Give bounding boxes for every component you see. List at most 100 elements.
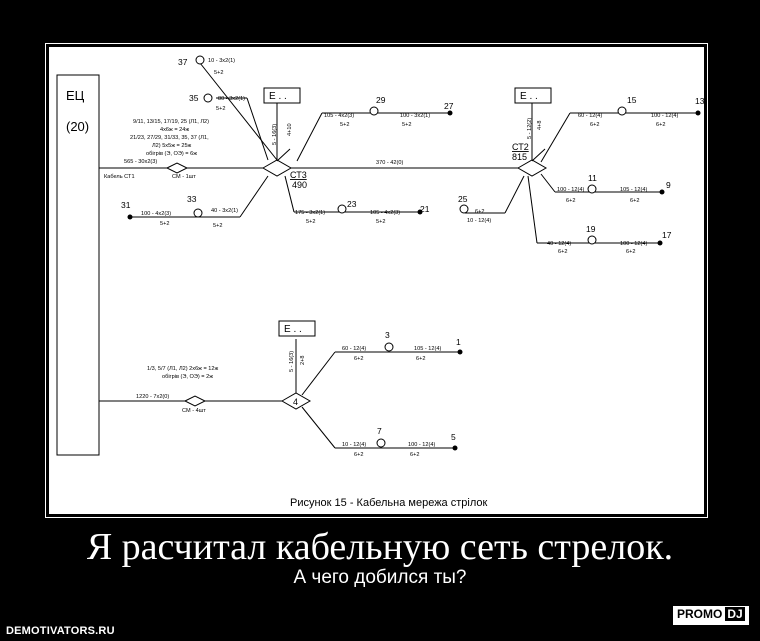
point-35: 35 <box>189 93 199 103</box>
point-7: 7 <box>377 426 382 436</box>
note-top-4: Л2) 5х5ж = 25ж <box>152 143 192 149</box>
cable-23b: 105 - 4х2(3) <box>370 210 400 216</box>
ct3-num: 490 <box>292 180 307 190</box>
ct3-riser-a: 5 - 16(3) <box>272 124 278 145</box>
cable-11a-sub: 6+2 <box>566 198 576 204</box>
point-13: 13 <box>695 96 705 106</box>
node-4-name: 4 <box>293 397 298 407</box>
ec-box <box>56 74 100 456</box>
node-4 <box>280 392 312 410</box>
ct3-node <box>261 159 293 177</box>
logo-right: DJ <box>725 607 745 621</box>
note-bottom-1: 1/3, 5/7 (Л1, Л2) 2х6ж = 12ж <box>147 366 219 372</box>
ct3-ct2-cable: 370 - 42(0) <box>376 160 403 166</box>
point-11: 11 <box>588 173 597 183</box>
cable-3b: 105 - 12(4) <box>414 346 441 352</box>
cable-7a-sub: 6+2 <box>354 452 364 458</box>
point-15: 15 <box>627 95 637 105</box>
main-top-label: 565 - 30х2(3) <box>124 159 157 165</box>
point-27: 27 <box>444 101 454 111</box>
cable-23a-sub: 5+2 <box>306 219 316 225</box>
ct2-riser-b: 4+8 <box>537 121 543 131</box>
cable-33-sub: 5+2 <box>213 223 223 229</box>
cable-29b-sub: 5+2 <box>402 122 412 128</box>
cable-19a: 40 - 12(4) <box>547 241 571 247</box>
cable-33: 40 - 3х2(1) <box>211 208 238 214</box>
cable-19b-sub: 6+2 <box>626 249 636 255</box>
n4-riser-b: 2+8 <box>300 356 306 366</box>
poster-subline: А чего добился ты? <box>293 567 467 588</box>
n4-riser-a: 5 - 16(3) <box>289 351 295 372</box>
note-top-3: 21/23, 27/29, 31/33, 35, 37 (Л1, <box>130 135 209 141</box>
ct2-riser-a: 5 - 12(2) <box>527 118 533 139</box>
note-top-1: 9/11, 13/15, 17/19, 25 (Л1, Л2) <box>133 119 209 125</box>
logo-left: PROMO <box>677 607 723 621</box>
ct3-name: СТ3 <box>290 170 307 180</box>
ct2-num: 815 <box>512 152 527 162</box>
point-1: 1 <box>456 337 461 347</box>
cable-7b: 100 - 12(4) <box>408 442 435 448</box>
ec-title: ЕЦ <box>66 88 85 103</box>
e-box-4: Е . . <box>284 324 302 335</box>
cable-15a: 60 - 12(4) <box>578 113 602 119</box>
e-box-ct2: Е . . <box>520 91 538 102</box>
cable-29a: 105 - 4х2(3) <box>324 113 354 119</box>
point-19: 19 <box>586 224 596 234</box>
point-29: 29 <box>376 95 386 105</box>
cable-29b: 100 - 3х2(1) <box>400 113 430 119</box>
note-top-2: 4х6ж = 24ж <box>160 127 189 133</box>
point-23: 23 <box>347 199 357 209</box>
cable-15b-sub: 6+2 <box>656 122 666 128</box>
cable-11a: 100 - 12(4) <box>557 187 584 193</box>
point-21: 21 <box>420 204 430 214</box>
ec-count: (20) <box>66 119 89 134</box>
point-33: 33 <box>187 194 197 204</box>
cable-11b: 105 - 12(4) <box>620 187 647 193</box>
main-bottom-cm: СМ - 4шт <box>182 408 206 414</box>
main-bottom-label: 1220 - 7х2(0) <box>136 394 169 400</box>
cable-35-sub: 5+2 <box>216 106 226 112</box>
cable-11b-sub: 6+2 <box>630 198 640 204</box>
point-3: 3 <box>385 330 390 340</box>
cable-19a-sub: 6+2 <box>558 249 568 255</box>
note-top-5: обігрів (Э, ОЭ) = 6ж <box>146 151 197 157</box>
site-watermark: DEMOTIVATORS.RU <box>6 625 115 637</box>
cable-7a: 10 - 12(4) <box>342 442 366 448</box>
point-37: 37 <box>178 57 188 67</box>
cable-23b-sub: 5+2 <box>376 219 386 225</box>
ct2-node <box>516 159 548 177</box>
cable-25b: 10 - 12(4) <box>467 218 491 224</box>
ct2-name: СТ2 <box>512 142 529 152</box>
point-9: 9 <box>666 180 671 190</box>
poster-headline: Я расчитал кабельную сеть стрелок. <box>86 526 674 568</box>
cable-23a: 175 - 3х2(1) <box>295 210 325 216</box>
diagram-paper <box>49 47 704 514</box>
cable-31-sub: 5+2 <box>160 221 170 227</box>
point-17: 17 <box>662 230 672 240</box>
cable-31: 100 - 4х2(3) <box>141 211 171 217</box>
main-top-sub: Кабель СТ1 <box>104 174 135 180</box>
cable-3a: 60 - 12(4) <box>342 346 366 352</box>
ct3-riser-b: 4+10 <box>287 123 293 136</box>
poster-frame <box>45 43 708 518</box>
cable-37: 10 - 3х2(1) <box>208 58 235 64</box>
cable-19b: 100 - 12(4) <box>620 241 647 247</box>
figure-caption: Рисунок 15 - Кабельна мережа стрілок <box>290 497 487 509</box>
cable-29a-sub: 5+2 <box>340 122 350 128</box>
cable-15b: 100 - 12(4) <box>651 113 678 119</box>
e-box-ct3: Е . . <box>269 91 287 102</box>
point-25: 25 <box>458 194 468 204</box>
cable-3b-sub: 6+2 <box>416 356 426 362</box>
cable-37-sub: 5+2 <box>214 70 224 76</box>
cable-25: 6+2 <box>475 209 485 215</box>
note-bottom-2: обігрів (Э, ОЭ) = 2ж <box>162 374 213 380</box>
main-top-cm: СМ - 1шт <box>172 174 196 180</box>
cable-3a-sub: 6+2 <box>354 356 364 362</box>
cable-35: 80 - 3х2(1) <box>218 96 245 102</box>
cable-7b-sub: 6+2 <box>410 452 420 458</box>
cable-15a-sub: 6+2 <box>590 122 600 128</box>
point-31: 31 <box>121 200 131 210</box>
point-5: 5 <box>451 432 456 442</box>
